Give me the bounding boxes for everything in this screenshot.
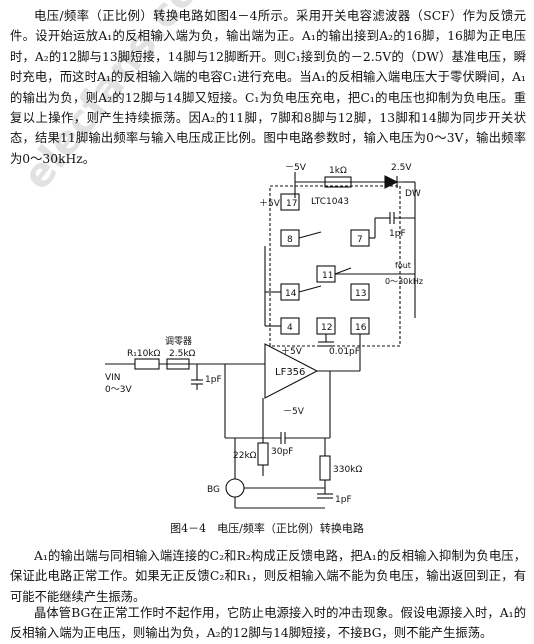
label-vin-range: 0～3V	[105, 385, 132, 395]
label-r1k: 1kΩ	[329, 166, 347, 176]
label-plus5v-a: ＋5V	[259, 198, 281, 209]
figure-caption: 图4－4 电压/频率（正比例）转换电路	[170, 522, 364, 535]
label-fout2: 0～30kHz	[385, 277, 423, 286]
label-v25: 2.5V	[391, 163, 412, 173]
label-c1pf2: 1pF	[205, 375, 222, 385]
label-opamp: LF356	[275, 367, 305, 378]
pin-13: 13	[355, 289, 366, 299]
paragraph-intro: 电压/频率（正比例）转换电路如图4－4所示。采用开关电容滤波器（SCF）作为反馈…	[10, 9, 526, 166]
label-r330k: 330kΩ	[333, 465, 362, 475]
pin-17: 17	[286, 199, 297, 209]
label-vin: VIN	[105, 373, 121, 383]
label-zero-adj: 调零器	[165, 336, 192, 347]
label-c1: 1pF	[389, 229, 406, 239]
label-bg: BG	[207, 485, 220, 495]
label-dw: DW	[405, 189, 421, 199]
label-c30: 30pF	[271, 447, 293, 457]
pin-12: 12	[321, 323, 332, 333]
pin-4: 4	[287, 323, 293, 333]
label-c001: 0.01pF	[329, 347, 360, 357]
label-minus5v: －5V	[285, 163, 307, 173]
label-minus5v-b: －5V	[283, 407, 305, 417]
pin-16: 16	[355, 323, 367, 333]
pin-7: 7	[357, 235, 363, 245]
label-plus5v-b: ＋5V	[281, 346, 303, 357]
label-r25k: 2.5kΩ	[169, 349, 196, 359]
label-r10k: R₁10kΩ	[127, 349, 161, 359]
pin-11: 11	[322, 271, 333, 281]
label-r22k: 22kΩ	[233, 451, 257, 461]
paragraph-feedback: A₁的输出端与同相输入端连接的C₂和R₂构成正反馈电路，把A₁的反相输入抑制为负…	[10, 549, 526, 604]
pin-8: 8	[287, 235, 293, 245]
circuit-diagram: －5V 1kΩ 2.5V DW LTC1043 ＋5V 1pF fout 0～3…	[105, 163, 423, 509]
label-c1pf3: 1pF	[335, 495, 352, 505]
label-fout1: fout	[395, 261, 411, 270]
label-ltc: LTC1043	[311, 197, 349, 207]
paragraph-transistor: 晶体管BG在正常工作时不起作用，它防止电源接入时的冲击现象。假设电源接入时，A₁…	[10, 606, 526, 641]
pin-14: 14	[285, 289, 297, 299]
